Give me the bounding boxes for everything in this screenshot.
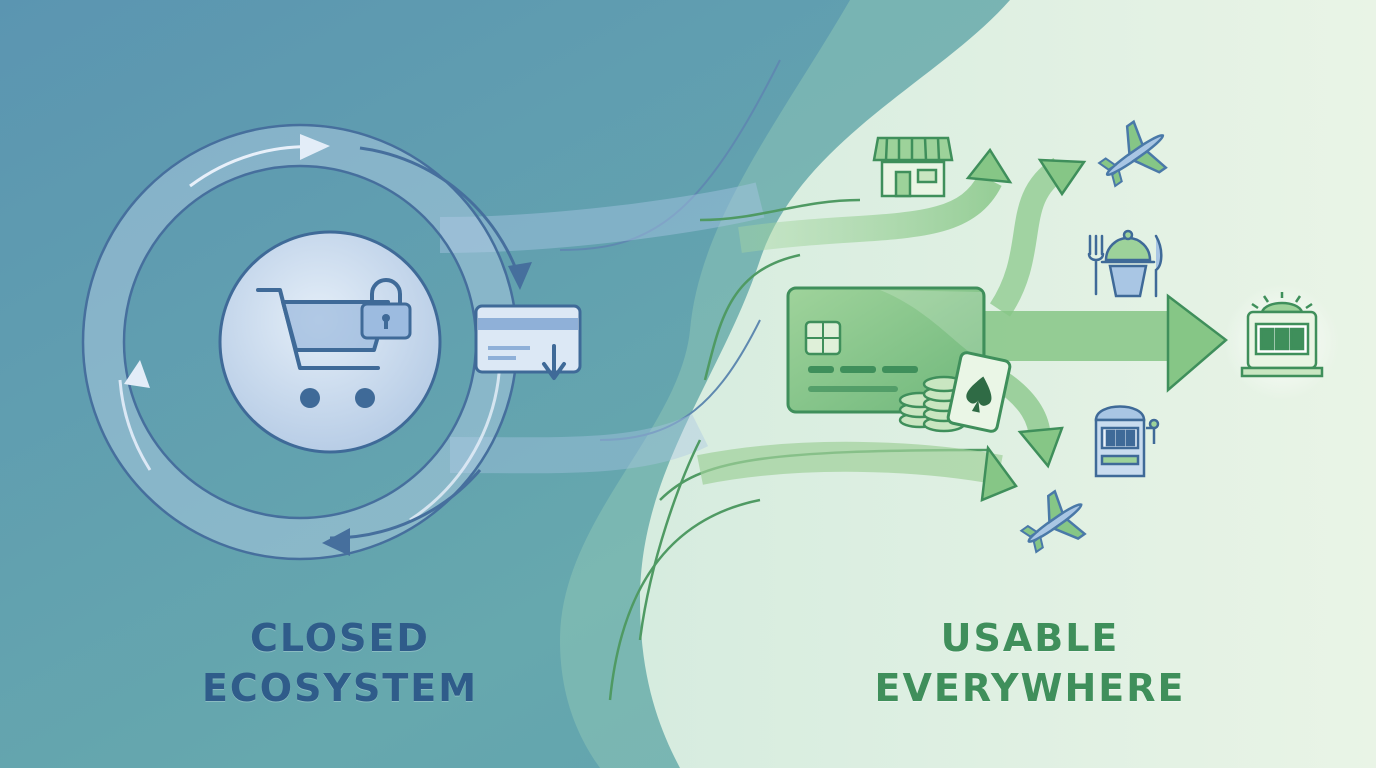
usable-arrows	[697, 147, 1228, 502]
cart-wheel	[355, 388, 375, 408]
loop-arrowhead-right	[508, 262, 532, 290]
loop-arrowhead-bottom	[322, 528, 350, 556]
closed-caption-line2: ECOSYSTEM	[201, 666, 479, 710]
airplane-icon	[1097, 119, 1168, 188]
usable-everywhere-caption: USABLE EVERYWHERE	[800, 613, 1260, 713]
casino-reels-icon	[1240, 292, 1324, 378]
loop-arrowhead-left	[124, 360, 150, 388]
loop-arrowhead-top	[300, 134, 330, 160]
arrow-lower	[980, 444, 1018, 502]
arrow-to-slots	[1017, 426, 1064, 469]
slot-machine-icon	[1094, 405, 1160, 478]
closed-caption-line1: CLOSED	[250, 616, 430, 660]
arrow-to-store	[965, 147, 1013, 184]
dining-icon	[1087, 229, 1163, 298]
arrow-to-travel	[1037, 158, 1087, 197]
padlock-icon	[360, 278, 412, 340]
cart-wheel	[300, 388, 320, 408]
shopping-cart-hub	[218, 230, 442, 454]
arrow-to-casino	[1166, 293, 1228, 393]
usable-caption-line1: USABLE	[940, 616, 1120, 660]
airplane-icon	[1019, 489, 1087, 554]
closed-ecosystem-caption: CLOSED ECOSYSTEM	[120, 613, 560, 713]
card-deposit-icon	[474, 304, 582, 380]
storefront-icon	[872, 136, 954, 198]
usable-caption-line2: EVERYWHERE	[874, 666, 1186, 710]
playing-card-icon	[946, 351, 1012, 433]
